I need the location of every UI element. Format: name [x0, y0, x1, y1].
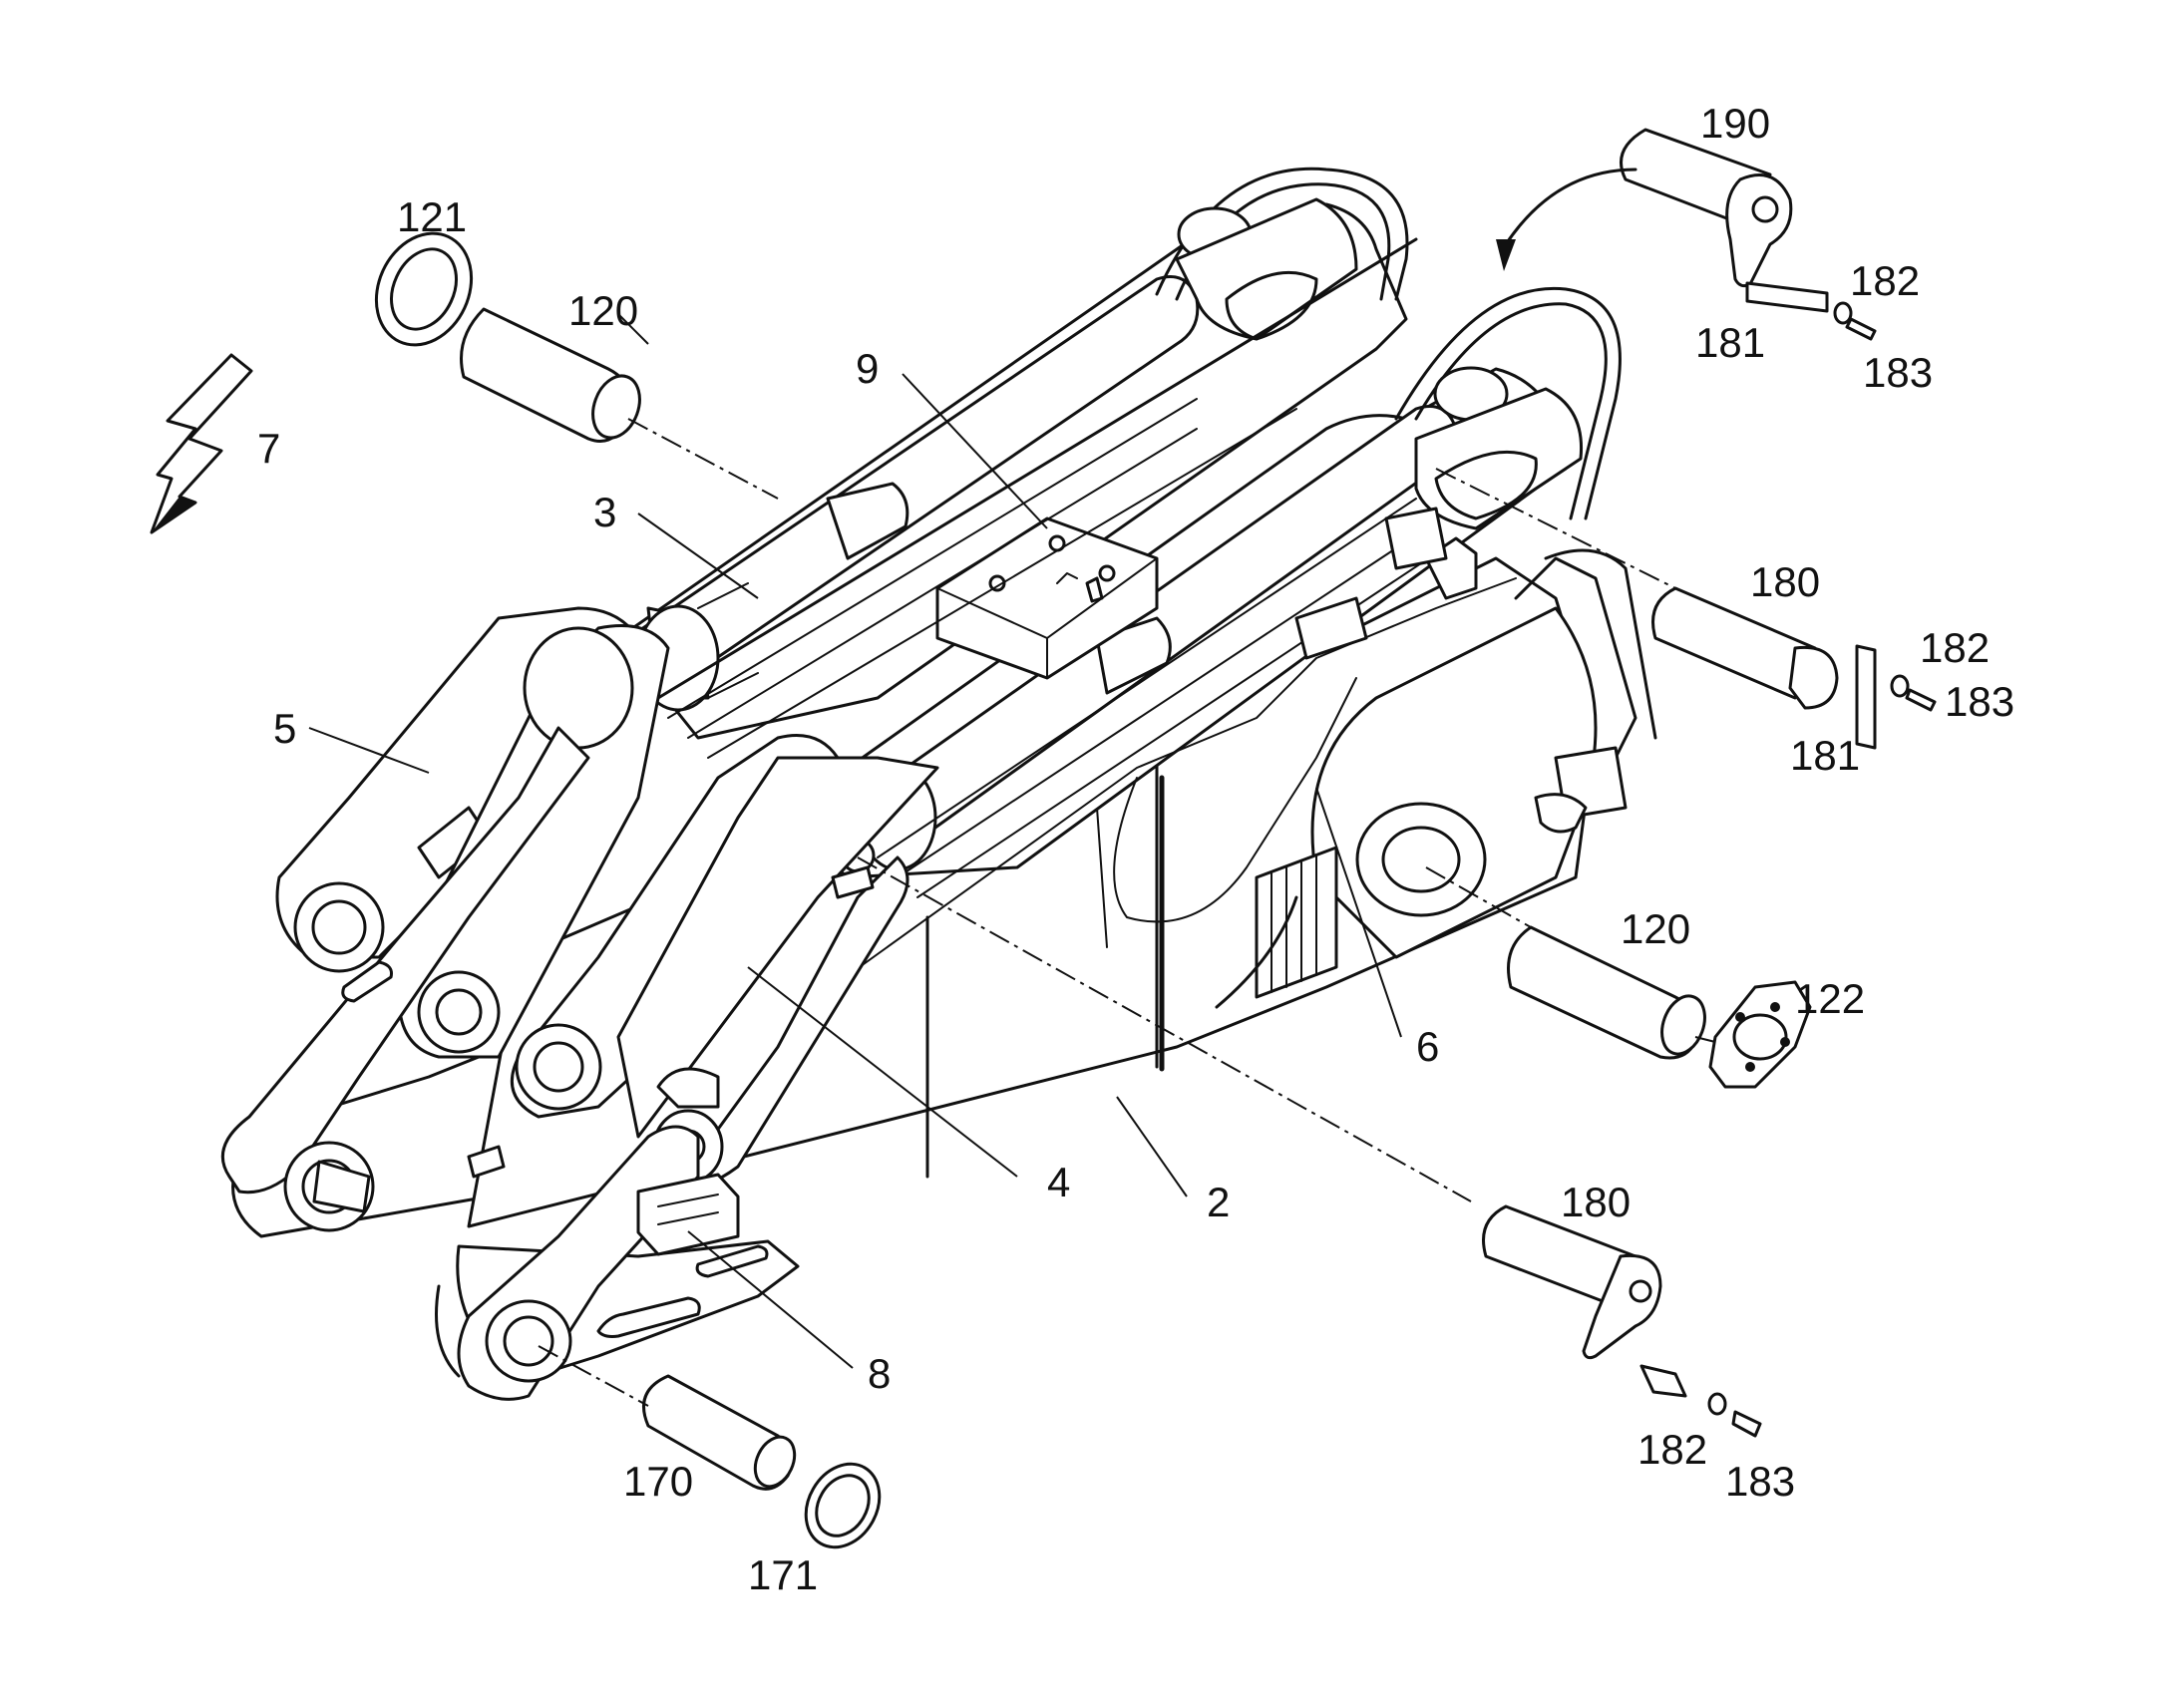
lightning-bolt-icon — [150, 353, 253, 534]
callout-8: 8 — [868, 1350, 891, 1397]
part-182-183-bolt-right — [1890, 674, 1937, 712]
callout-7: 7 — [257, 425, 280, 472]
callout-6: 6 — [1416, 1023, 1439, 1070]
callout-120-middle: 120 — [1621, 905, 1690, 952]
callout-121: 121 — [397, 193, 467, 240]
callout-180-bottom: 180 — [1561, 1179, 1631, 1225]
callout-5: 5 — [273, 705, 296, 752]
callout-labels: 190 121 120 182 181 183 9 7 3 180 182 18… — [257, 100, 2014, 1598]
part-120-pin-top — [460, 307, 641, 443]
callout-9: 9 — [856, 345, 879, 392]
part-120-pin-middle — [1507, 925, 1706, 1060]
part-180-pin-right — [1651, 586, 1839, 710]
callout-190: 190 — [1700, 100, 1770, 147]
leader-lines — [308, 313, 1402, 1369]
rotation-arrow — [1496, 168, 1637, 271]
part-171-ring — [804, 1462, 882, 1549]
assembly-axis-lines — [538, 418, 1716, 1407]
callout-171: 171 — [748, 1551, 818, 1598]
part-181-plate-top — [1745, 281, 1829, 313]
part-170-pin — [642, 1374, 797, 1491]
callout-183-right: 183 — [1945, 678, 2014, 725]
callout-2: 2 — [1207, 1179, 1230, 1225]
callout-181-right: 181 — [1790, 732, 1860, 779]
boom-structure — [220, 167, 1657, 1401]
part-190-pin-plate — [1620, 128, 1793, 288]
callout-3: 3 — [593, 489, 616, 535]
callout-180-right: 180 — [1750, 558, 1820, 605]
callout-122: 122 — [1795, 975, 1865, 1022]
part-182-183-bolt-bottom — [1639, 1364, 1762, 1438]
part-182-183-bolt-top — [1833, 301, 1877, 341]
part-122-gear-plate — [1708, 980, 1812, 1089]
callout-182-right: 182 — [1920, 624, 1990, 671]
callout-181-top: 181 — [1695, 319, 1765, 366]
part-181-plate-right — [1855, 644, 1877, 750]
callout-183-bottom: 183 — [1725, 1458, 1795, 1505]
callout-120-top: 120 — [568, 287, 638, 334]
part-180-pin-bottom — [1482, 1204, 1662, 1360]
callout-182-bottom: 182 — [1637, 1426, 1707, 1473]
callout-183-top: 183 — [1863, 349, 1933, 396]
callout-170: 170 — [623, 1458, 693, 1505]
callout-4: 4 — [1047, 1159, 1070, 1205]
callout-182-top: 182 — [1850, 257, 1920, 304]
part-121-seal-ring — [374, 231, 474, 347]
